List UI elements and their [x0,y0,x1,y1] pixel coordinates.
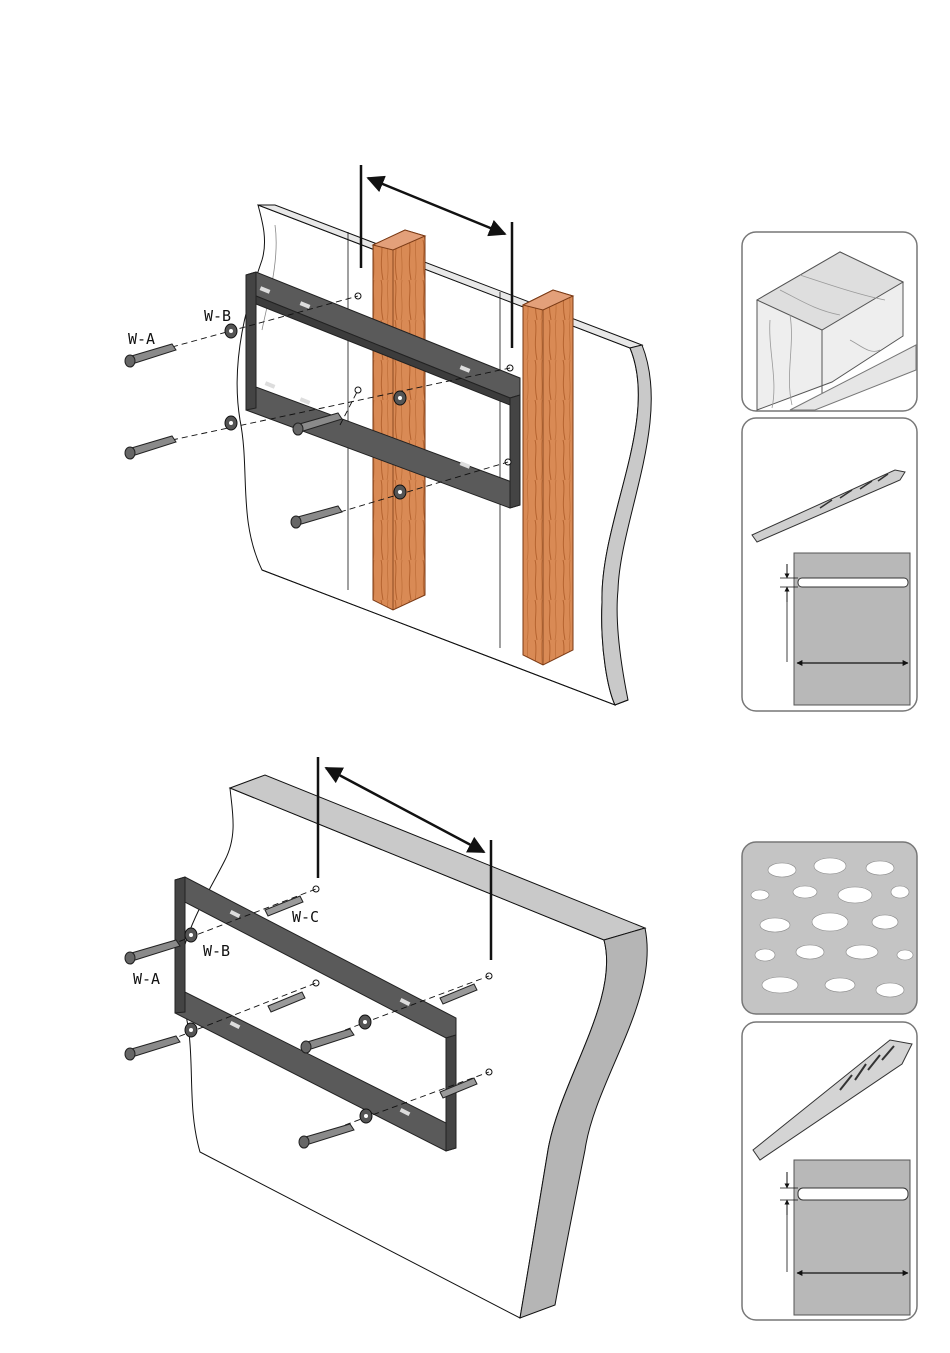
wood-stud-left [373,230,425,610]
label-washer-w-b: W-B [203,942,230,960]
label-screw-w-a: W-A [128,330,155,348]
label-screw-w-a: W-A [133,970,160,988]
concrete-wall-icon [742,842,917,1014]
label-anchor-w-c: W-C [292,908,319,926]
wood-stud-icon [742,232,917,411]
wood-drill-bit-icon [742,418,917,711]
top-figure: W-A W-B [125,165,651,705]
label-washer-w-b: W-B [204,307,231,325]
wood-stud-right [523,290,573,665]
masonry-drill-bit-icon [742,1022,917,1320]
drywall [237,205,651,705]
bottom-figure: W-C W-B W-A [125,757,647,1318]
